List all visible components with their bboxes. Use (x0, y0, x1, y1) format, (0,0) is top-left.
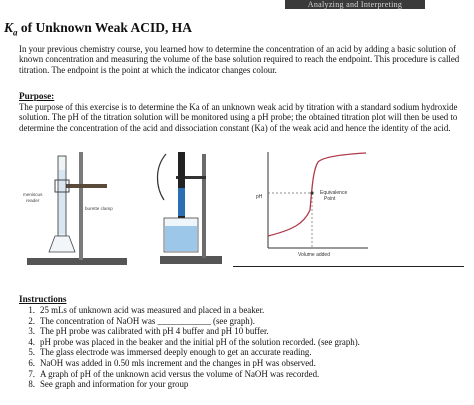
step-text: The concentration of NaOH was __________… (40, 315, 255, 326)
stand-base (27, 258, 127, 265)
clamp-jaw (54, 179, 70, 193)
probe-cable (156, 153, 167, 201)
y-axis-label: pH (256, 194, 263, 200)
ph-probe-figure (156, 152, 222, 264)
instruction-step: 7. A graph of pH of the unknown acid vers… (19, 369, 469, 380)
stand-rod (202, 154, 206, 258)
burette-liquid (58, 170, 66, 234)
step-number: 4. (28, 336, 35, 347)
titration-curve (267, 152, 367, 237)
step-number: 3. (28, 326, 35, 337)
intro-paragraph: In your previous chemistry course, you l… (19, 44, 460, 75)
instruction-step: 8. See graph and information for your gro… (19, 379, 469, 390)
meniscus-label: meniscus (23, 192, 43, 197)
equivalence-point-marker (310, 191, 314, 195)
instructions-list: 1. 25 mLs of unknown acid was measured an… (19, 305, 469, 390)
stand-base (160, 256, 222, 264)
instruction-step: 6. NaOH was added in 0.50 mls increment a… (19, 358, 469, 369)
step-text: 25 mLs of unknown acid was measured and … (40, 305, 265, 315)
purpose-paragraph: The purpose of this exercise is to deter… (19, 102, 458, 133)
clamp-arm (176, 176, 206, 179)
section-tag: Analyzing and Interpreting (285, 0, 425, 9)
instruction-step: 4. pH probe was placed in the beaker and … (19, 337, 469, 348)
step-number: 1. (28, 305, 35, 315)
purpose-heading: Purpose: (19, 91, 55, 101)
flask (48, 235, 76, 253)
equivalence-label-line1: Equivalence (320, 190, 347, 196)
probe-label-band (178, 188, 185, 216)
divider-line (233, 266, 464, 267)
step-text: The glass electrode was immersed deeply … (40, 347, 312, 358)
stand-rod (79, 152, 83, 260)
equivalence-label-line2: Point (324, 196, 336, 202)
step-text: NaOH was added in 0.50 mls increment and… (40, 357, 316, 368)
step-text: pH probe was placed in the beaker and th… (40, 336, 360, 347)
step-number: 8. (28, 379, 35, 390)
instruction-step: 1. 25 mLs of unknown acid was measured an… (19, 305, 469, 316)
step-number: 6. (28, 357, 35, 368)
step-number: 5. (28, 347, 35, 358)
instructions-heading: Instructions (19, 294, 67, 304)
burette-clamp-label: burette clamp (85, 206, 113, 211)
x-axis-label: Volume added (298, 252, 330, 258)
instruction-step: 5. The glass electrode was immersed deepl… (19, 347, 469, 358)
step-text: See graph and information for your group (40, 379, 189, 390)
step-number: 2. (28, 315, 35, 326)
step-number: 7. (28, 368, 35, 379)
clamp-arm (59, 184, 107, 188)
titration-curve-figure: pH Equivalence Point Volume added (256, 152, 368, 258)
beaker-solution (165, 226, 197, 251)
instruction-step: 3. The pH probe was calibrated with pH 4 … (19, 326, 469, 337)
instruction-step: 2. The concentration of NaOH was ________… (19, 316, 469, 327)
page-title: Ka of Unknown Weak ACID, HA (4, 20, 193, 38)
step-text: The pH probe was calibrated with pH 4 bu… (40, 326, 269, 337)
reader-label: reader (26, 198, 40, 203)
step-text: A graph of pH of the unknown acid versus… (40, 368, 320, 379)
burette-stand-figure: meniscus reader burette clamp (23, 152, 127, 265)
